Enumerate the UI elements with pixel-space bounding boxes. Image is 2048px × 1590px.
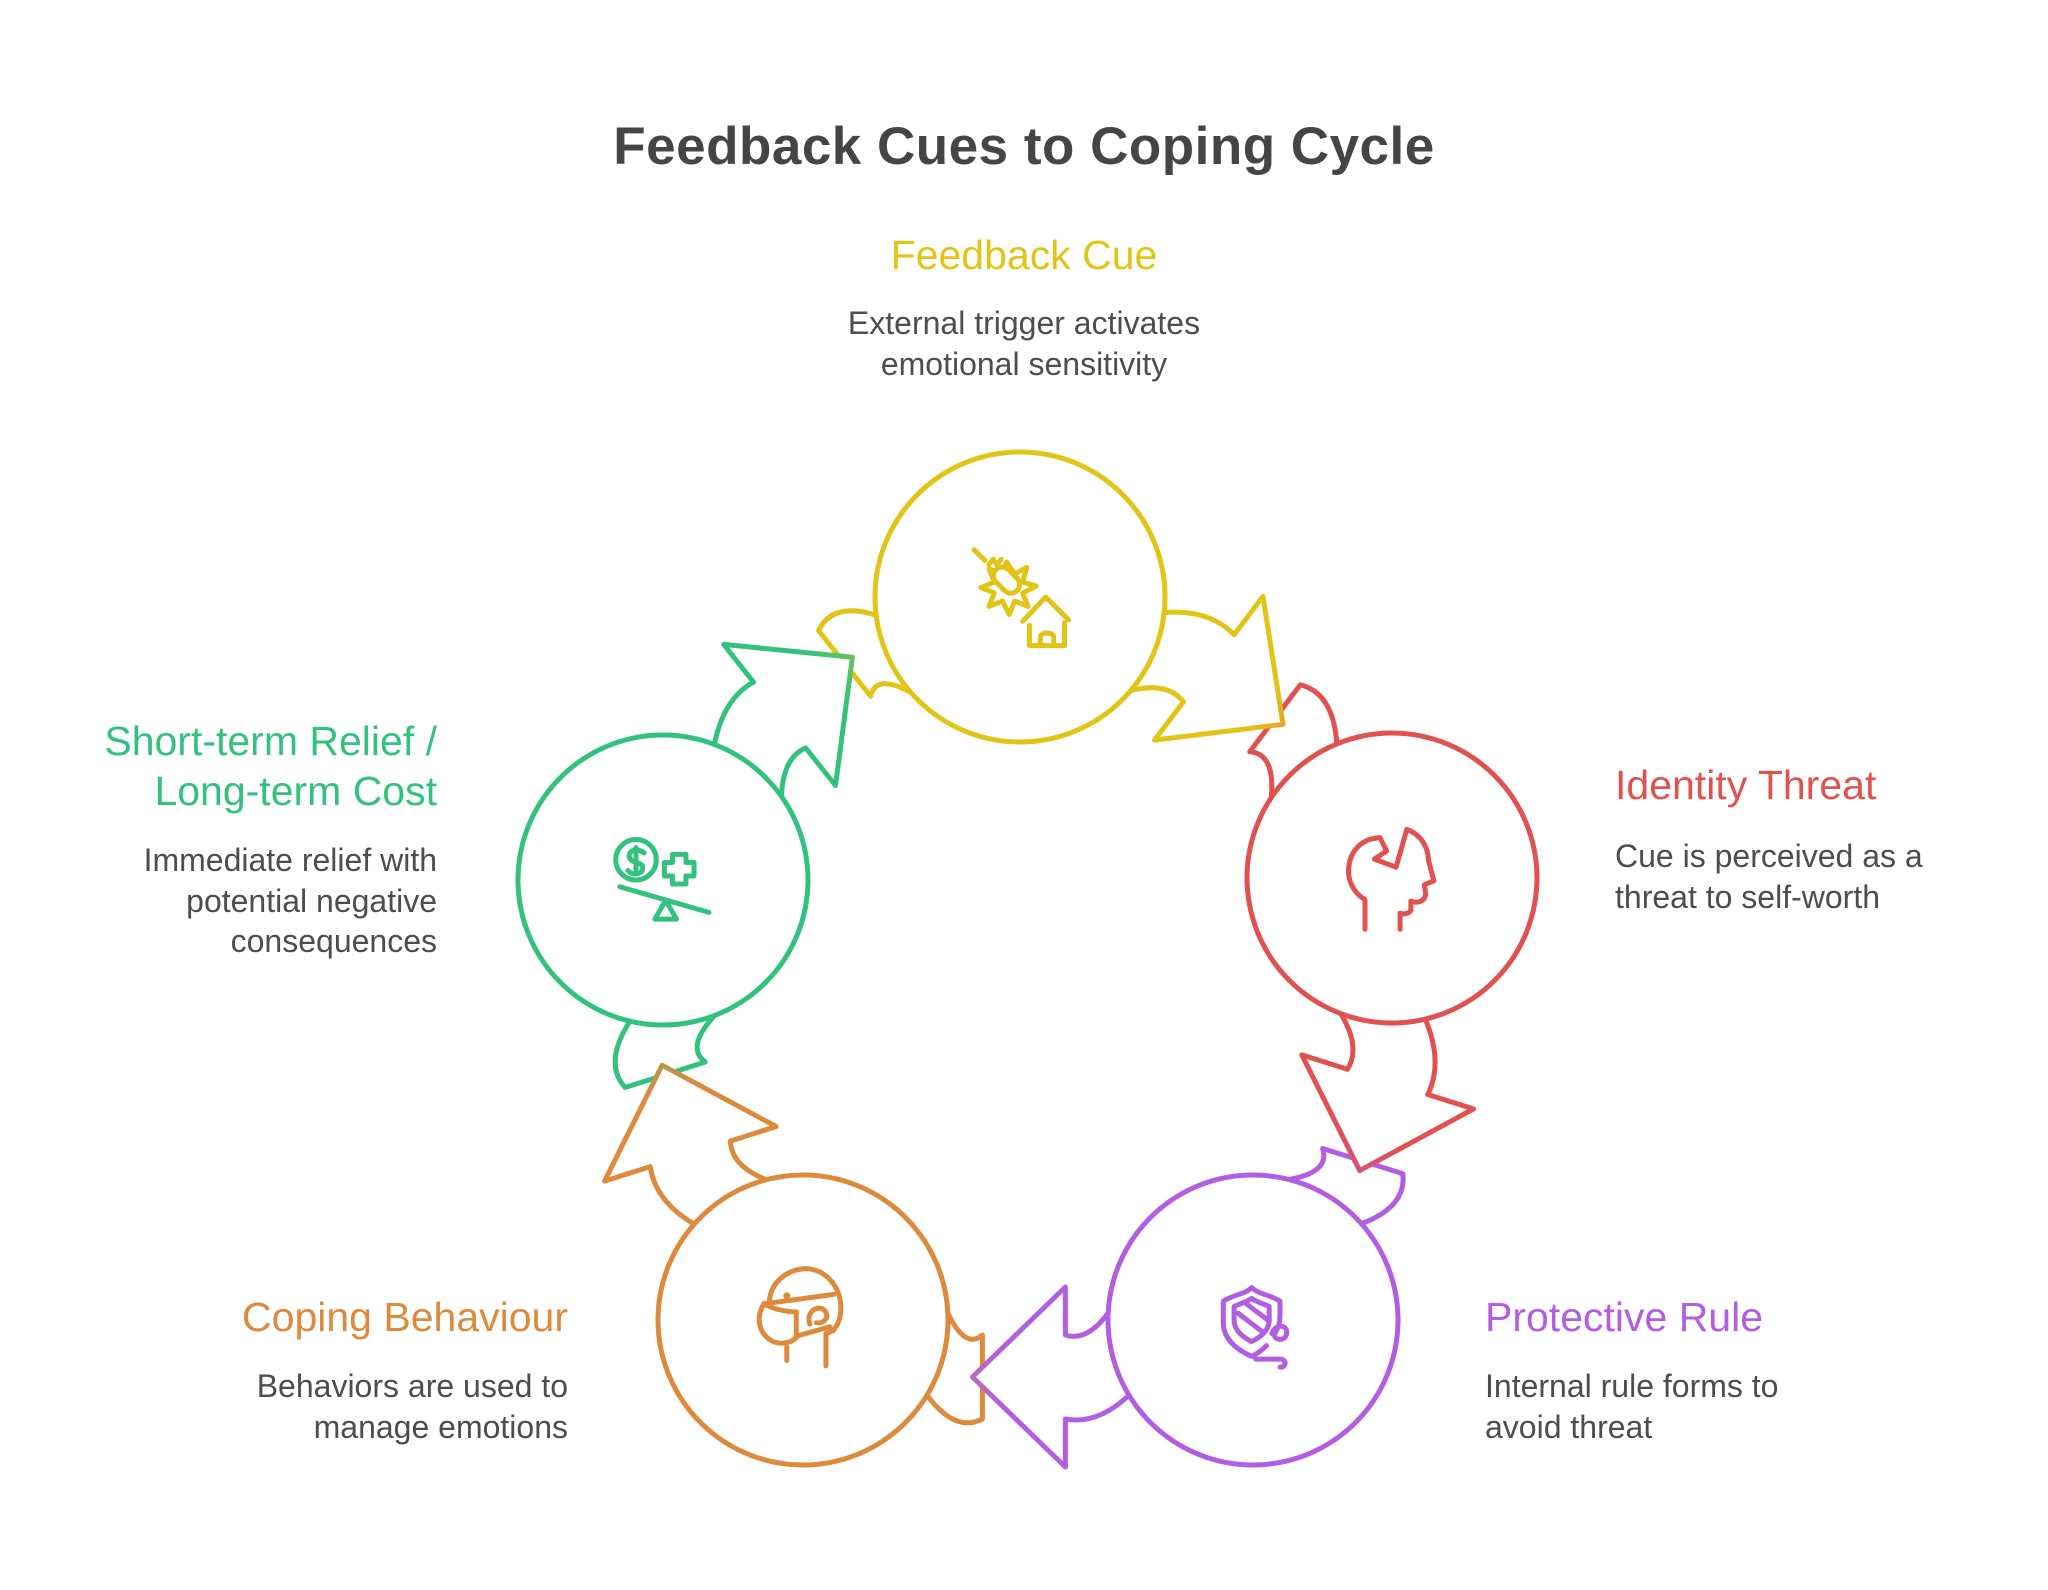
dollar-cross-balance-icon xyxy=(613,837,712,922)
connector-band-protective-rule xyxy=(1286,1146,1406,1227)
cycle-circles xyxy=(515,449,1540,1468)
feedback-cue-label: Feedback Cue xyxy=(890,232,1158,278)
explosion-house-icon xyxy=(971,547,1072,649)
relief-cost-label: Short-term Relief / Long-term Cost xyxy=(104,718,437,815)
identity-threat-desc: Cue is perceived as a threat to self-wor… xyxy=(1615,838,1923,915)
cycle-connectors xyxy=(602,593,1476,1470)
connector-arrow-relief-cost-to-feedback-cue xyxy=(711,641,855,799)
cracked-head-icon xyxy=(1346,826,1437,932)
connector-arrow-coping-behaviour-to-relief-cost xyxy=(602,1062,779,1227)
coping-behaviour-desc: Behaviors are used to manage emotions xyxy=(256,1368,568,1445)
protective-rule-label: Protective Rule xyxy=(1485,1294,1764,1340)
node-circle-feedback-cue xyxy=(872,449,1168,745)
relief-cost-desc: Immediate relief with potential negative… xyxy=(143,842,437,960)
node-circle-identity-threat xyxy=(1244,730,1540,1026)
coping-behaviour-label: Coping Behaviour xyxy=(242,1294,568,1340)
connector-band-relief-cost xyxy=(612,1013,718,1090)
identity-threat-label: Identity Threat xyxy=(1615,762,1877,808)
connector-arrow-feedback-cue-to-identity-threat xyxy=(1128,593,1286,743)
shield-wind-icon xyxy=(1220,1285,1290,1370)
connector-arrow-identity-threat-to-protective-rule xyxy=(1299,1011,1476,1174)
node-circle-coping-behaviour xyxy=(655,1172,951,1468)
cycle-icons xyxy=(613,547,1437,1370)
connector-band-feedback-cue xyxy=(816,608,914,699)
connector-band-identity-threat xyxy=(1247,682,1340,801)
node-circle-protective-rule xyxy=(1105,1172,1401,1468)
mask-face-icon xyxy=(756,1266,844,1369)
node-circle-relief-cost xyxy=(515,732,811,1028)
connector-band-coping-behaviour xyxy=(924,1310,985,1426)
protective-rule-desc: Internal rule forms to avoid threat xyxy=(1485,1368,1779,1445)
feedback-cue-desc: External trigger activates emotional sen… xyxy=(847,305,1201,382)
page-title: Feedback Cues to Coping Cycle xyxy=(613,117,1435,176)
connector-arrow-protective-rule-to-coping-behaviour xyxy=(969,1284,1132,1470)
